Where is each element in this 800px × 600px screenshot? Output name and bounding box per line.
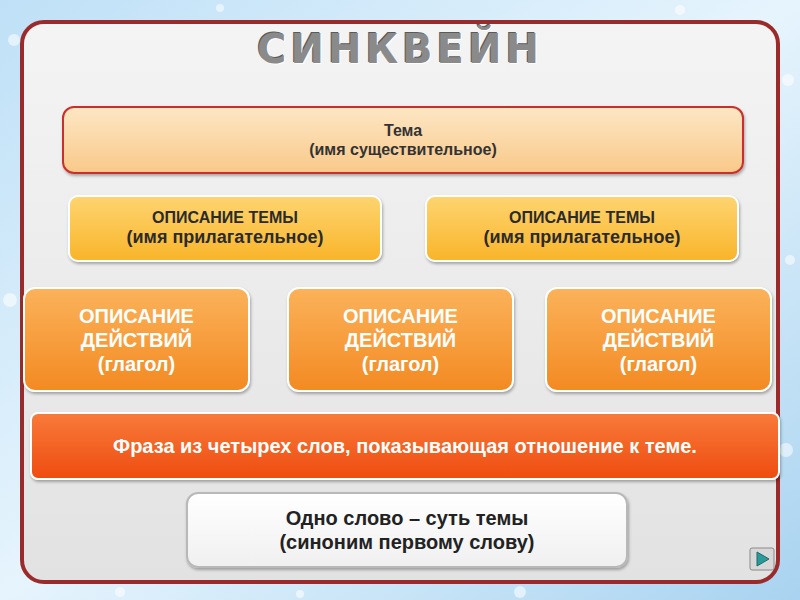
node-note: (имя прилагательное) [484,227,681,249]
node-heading: ОПИСАНИЕ ДЕЙСТВИЙ [559,304,758,352]
node-heading: ОПИСАНИЕ ДЕЙСТВИЙ [37,304,236,352]
slide-panel [22,22,778,582]
node-heading: ОПИСАНИЕ ДЕЙСТВИЙ [301,304,500,352]
node-note: (имя прилагательное) [127,227,324,249]
next-button [750,548,774,570]
node-note: (глагол) [98,352,175,376]
synonym-box: Одно слово – суть темы(синоним первому с… [186,492,628,568]
node-note: (глагол) [362,352,439,376]
node-heading: Фраза из четырех слов, показывающая отно… [113,434,697,458]
node-heading: Тема [384,121,422,140]
verb-box: ОПИСАНИЕ ДЕЙСТВИЙ(глагол) [287,287,514,392]
verb-box: ОПИСАНИЕ ДЕЙСТВИЙ(глагол) [545,287,772,392]
verb-box: ОПИСАНИЕ ДЕЙСТВИЙ(глагол) [23,287,250,392]
phrase-band: Фраза из четырех слов, показывающая отно… [30,412,780,480]
adjective-box: ОПИСАНИЕ ТЕМЫ(имя прилагательное) [425,195,739,262]
node-note: (синоним первому слову) [279,530,534,554]
node-heading: Одно слово – суть темы [286,506,529,530]
topic-box: Тема(имя существительное) [62,106,744,174]
bubbles [3,4,795,598]
slide-title: СИНКВЕЙН [0,26,800,72]
node-heading: ОПИСАНИЕ ТЕМЫ [509,208,655,227]
node-note: (имя существительное) [309,140,497,159]
node-heading: ОПИСАНИЕ ТЕМЫ [152,208,298,227]
node-note: (глагол) [620,352,697,376]
adjective-box: ОПИСАНИЕ ТЕМЫ(имя прилагательное) [68,195,382,262]
